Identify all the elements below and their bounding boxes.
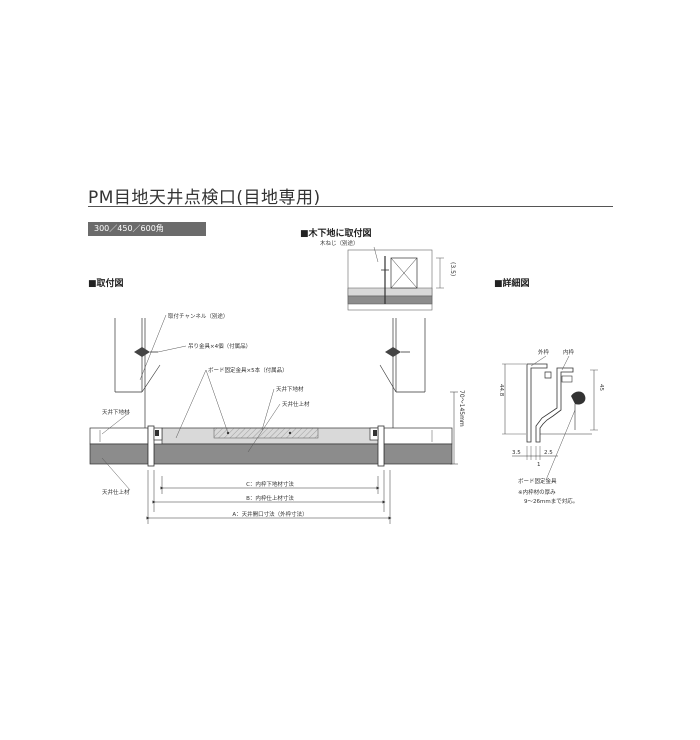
label-height-dim: 70～145mm bbox=[458, 390, 465, 427]
title-divider bbox=[88, 206, 613, 207]
ceiling-finish-left bbox=[89, 443, 149, 465]
detail-dim-1: 1 bbox=[537, 462, 541, 468]
label-ceiling-finish-left: 天井仕上材 bbox=[102, 488, 130, 496]
ceiling-base-left bbox=[89, 427, 149, 445]
ceiling-finish-right bbox=[383, 443, 453, 465]
detail-diagram bbox=[502, 355, 598, 481]
size-tag: 300／450／600角 bbox=[88, 222, 206, 236]
detail-note-2: 9～26mmまで対応。 bbox=[524, 497, 578, 505]
wood-base-frame bbox=[347, 249, 433, 311]
section-wood-base-title: ■木下地に取付図 bbox=[300, 229, 372, 239]
wood-dim-35: (3.5) bbox=[449, 262, 456, 276]
detail-label-board-fixture: ボード固定金具 bbox=[518, 477, 557, 485]
label-hanger: 吊り金具×4個（付属品） bbox=[188, 342, 251, 350]
detail-note-1: ※内枠材の厚み bbox=[518, 488, 556, 496]
frame-right bbox=[377, 425, 385, 467]
section-install-title: ■取付図 bbox=[88, 279, 124, 289]
section-detail-title: ■詳細図 bbox=[494, 279, 530, 289]
label-dim-c: C：内枠下地材寸法 bbox=[246, 480, 294, 488]
label-ceiling-base-right: 天井下地材 bbox=[276, 385, 304, 393]
page-title: PM目地天井点検口(目地専用) bbox=[88, 188, 321, 208]
frame-left bbox=[147, 425, 155, 467]
detail-dim-448: 44.8 bbox=[498, 384, 504, 397]
inner-finish-board bbox=[153, 443, 385, 465]
wood-base-board bbox=[347, 287, 433, 297]
wood-base-finish bbox=[347, 295, 433, 305]
detail-dim-35: 3.5 bbox=[512, 450, 521, 456]
label-board-fixture: ボード固定金具×5本（付属品） bbox=[208, 366, 288, 374]
install-diagram bbox=[89, 314, 458, 524]
detail-label-inner: 内枠 bbox=[563, 348, 575, 356]
detail-label-outer: 外枠 bbox=[538, 348, 550, 356]
label-ceiling-finish-right: 天井仕上材 bbox=[282, 400, 310, 408]
wood-base-diagram bbox=[347, 246, 444, 311]
label-dim-b: B：内枠仕上材寸法 bbox=[246, 494, 294, 502]
detail-dim-25: 2.5 bbox=[544, 450, 553, 456]
label-channel: 取付チャンネル（別途） bbox=[168, 312, 228, 320]
ceiling-base-right bbox=[383, 427, 453, 445]
label-ceiling-base-left: 天井下地材 bbox=[102, 408, 130, 416]
label-dim-a: A：天井開口寸法（外枠寸法） bbox=[232, 510, 307, 518]
detail-board-fixture-clip bbox=[571, 391, 586, 405]
detail-dim-45: 45 bbox=[598, 384, 604, 391]
wood-screw-note: 木ねじ（別途） bbox=[320, 239, 359, 247]
